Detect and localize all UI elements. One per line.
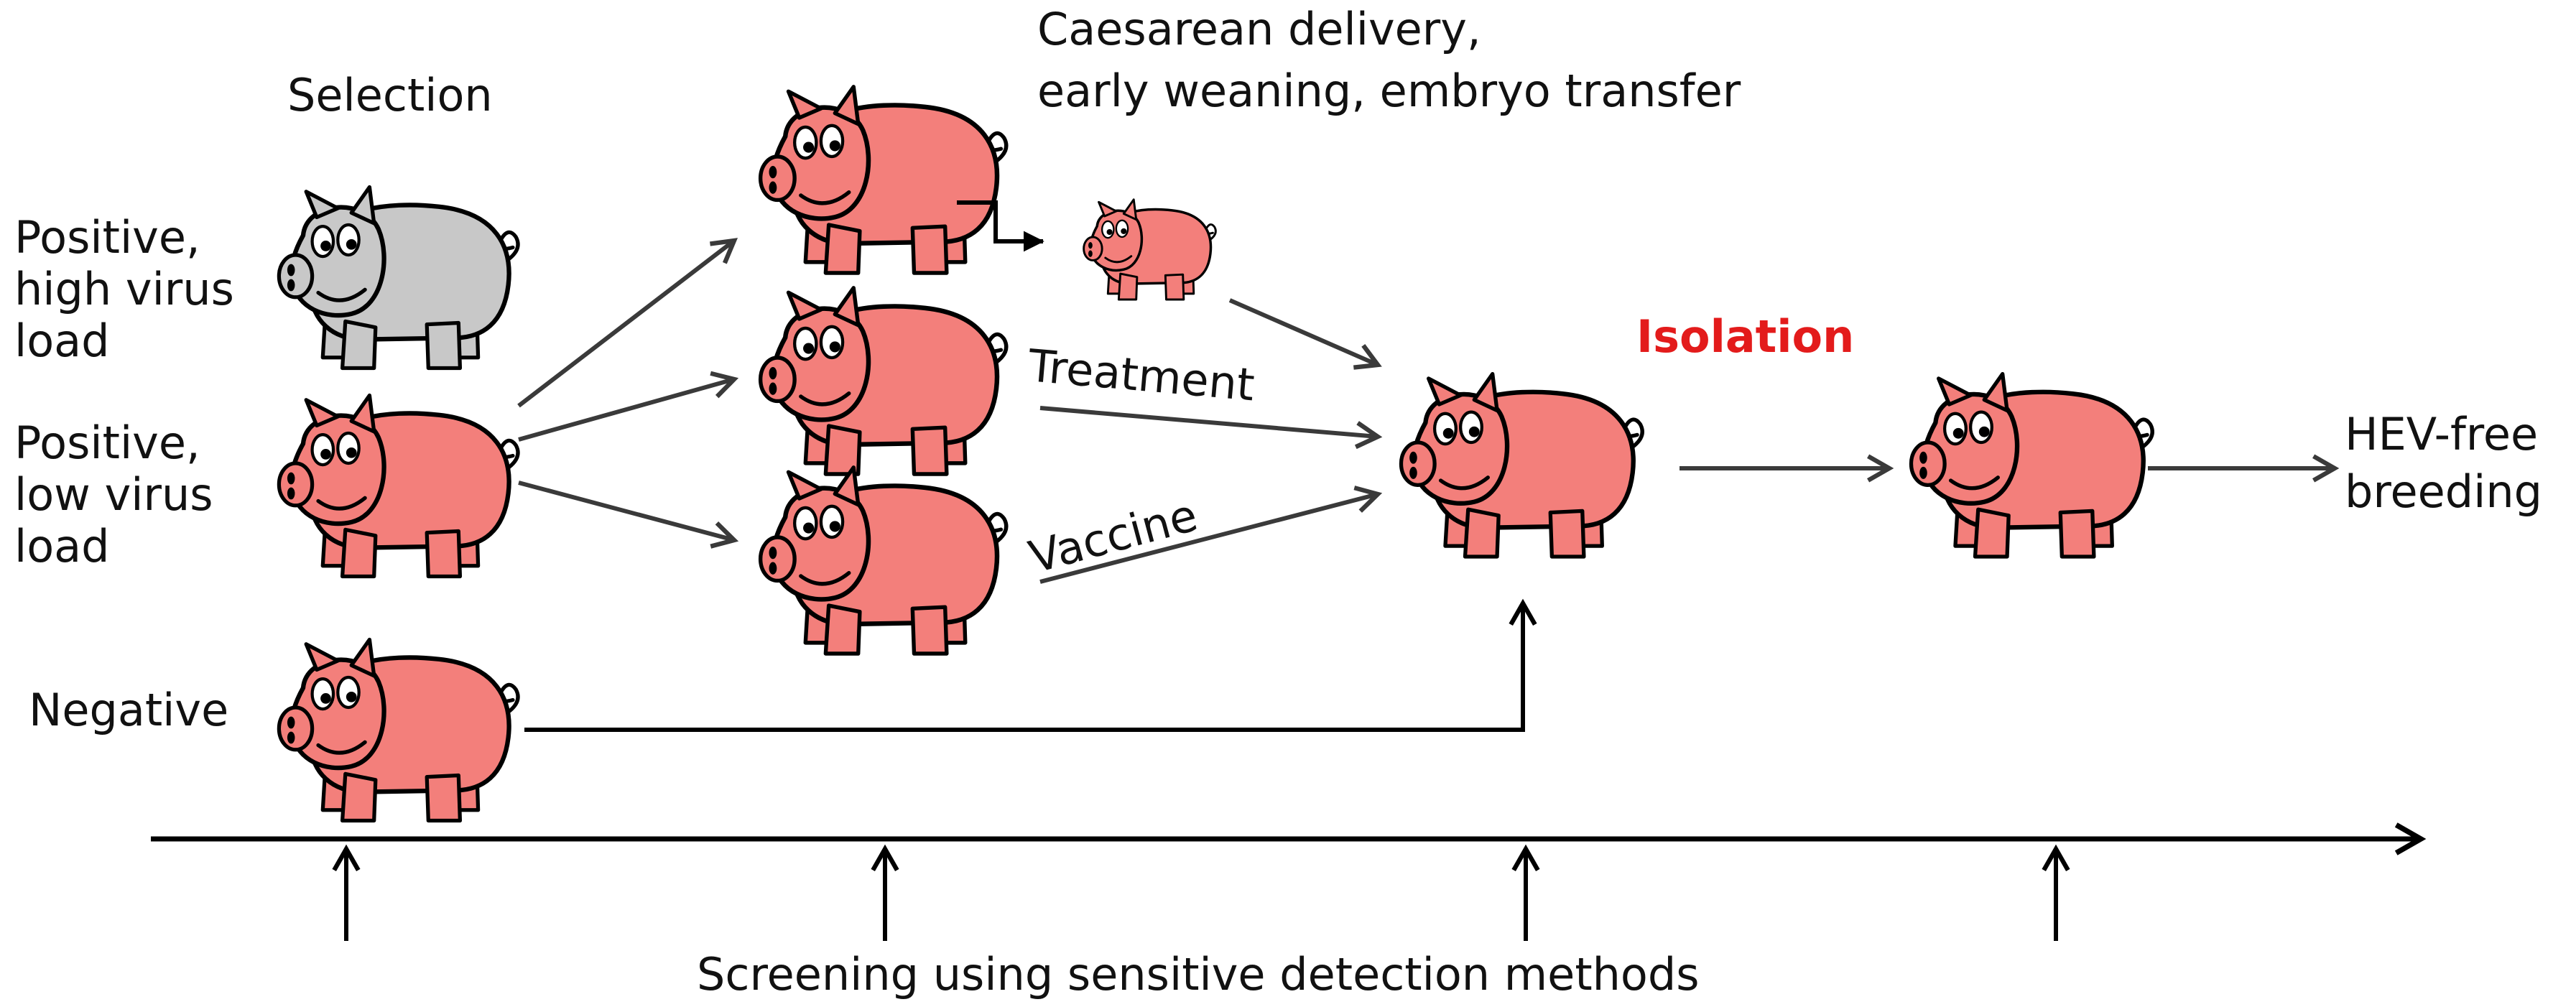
- label-selection: Selection: [287, 69, 493, 121]
- label-isolation: Isolation: [1636, 310, 1854, 363]
- pig-caesarean-sow-icon: [761, 87, 1006, 273]
- arrow-vaccine-to-isolation: [1039, 486, 1383, 584]
- pig-positive-high-icon: [279, 187, 518, 368]
- label-positive-high-1: Positive,: [14, 211, 200, 264]
- arrow-piglet-to-isolation: [1228, 298, 1382, 370]
- label-vaccine: Vaccine: [1024, 488, 1203, 583]
- label-caesarean-2: early weaning, embryo transfer: [1037, 65, 1741, 117]
- label-positive-low-3: load: [14, 520, 110, 572]
- pig-final-icon: [1911, 374, 2152, 557]
- label-screening: Screening using sensitive detection meth…: [697, 948, 1700, 1001]
- arrow-low-to-vaccine: [518, 481, 739, 549]
- arrow-treatment-to-isolation: [1039, 406, 1383, 450]
- arrow-negative-to-isolation: [524, 598, 1537, 732]
- pig-treatment-icon: [761, 288, 1006, 474]
- arrow-low-to-treatment: [518, 371, 739, 442]
- label-positive-low-2: low virus: [14, 468, 213, 521]
- pig-negative-icon: [279, 640, 518, 821]
- label-positive-high-2: high virus: [14, 263, 234, 315]
- label-hev-free-1: HEV-free: [2345, 408, 2538, 460]
- pig-vaccine-icon: [761, 468, 1006, 654]
- label-negative: Negative: [29, 684, 228, 736]
- label-treatment: Treatment: [1026, 339, 1257, 411]
- label-hev-free-2: breeding: [2345, 465, 2542, 518]
- pig-positive-low-icon: [279, 396, 518, 577]
- pig-piglet-icon: [1082, 198, 1218, 301]
- label-positive-high-3: load: [14, 315, 110, 367]
- pig-isolation-icon: [1401, 374, 1642, 557]
- arrow-low-to-caesarean: [517, 238, 738, 408]
- arrow-sow-to-piglet: [957, 200, 1044, 252]
- label-positive-low-1: Positive,: [14, 417, 200, 469]
- label-caesarean-1: Caesarean delivery,: [1037, 3, 1481, 55]
